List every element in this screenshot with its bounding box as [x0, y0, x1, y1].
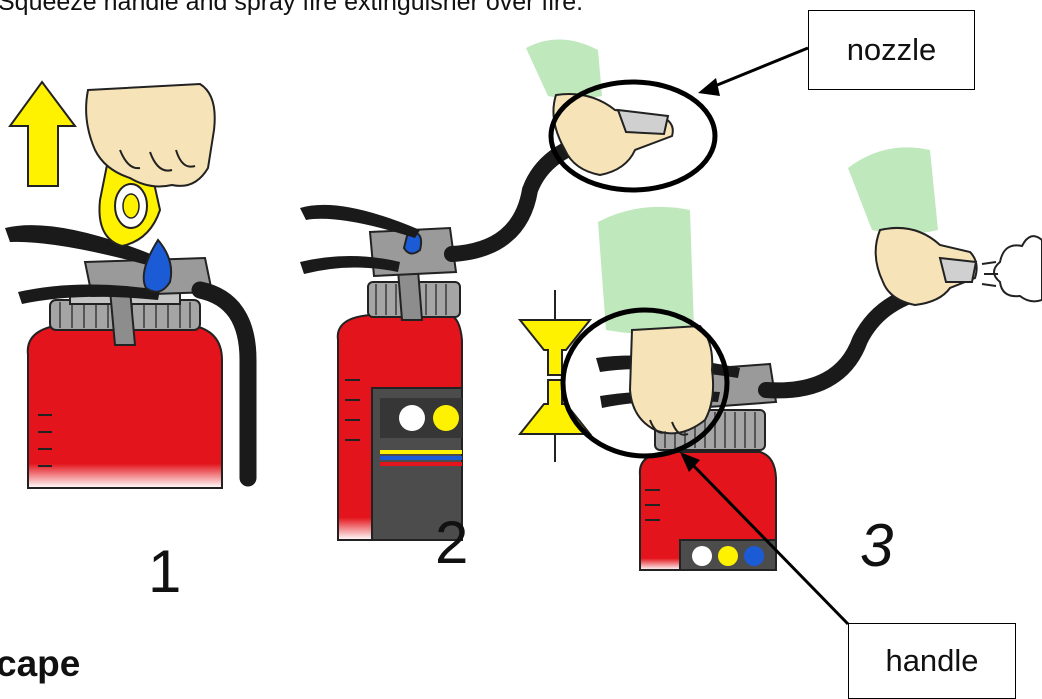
hand-3a	[630, 326, 713, 433]
up-arrow-icon	[10, 82, 75, 186]
extinguisher-2-handle	[300, 205, 420, 238]
nozzle-callout-arrow	[698, 48, 808, 96]
step-number-3: 3	[860, 512, 893, 579]
step-number-2: 2	[435, 509, 468, 576]
handle-label: handle	[848, 623, 1016, 699]
step-1-illustration	[5, 82, 248, 488]
step-3-illustration	[520, 147, 1042, 570]
step-number-1: 1	[148, 538, 181, 605]
extinguisher-3-hose	[766, 290, 930, 390]
extinguisher-1-body	[28, 325, 222, 488]
nozzle-label: nozzle	[808, 10, 975, 90]
squeeze-arrows-icon	[520, 290, 590, 462]
spray-cloud-icon	[994, 236, 1042, 301]
blue-seal	[144, 240, 171, 292]
sleeve-3b	[848, 147, 938, 234]
section-heading-fragment: cape	[0, 643, 80, 685]
